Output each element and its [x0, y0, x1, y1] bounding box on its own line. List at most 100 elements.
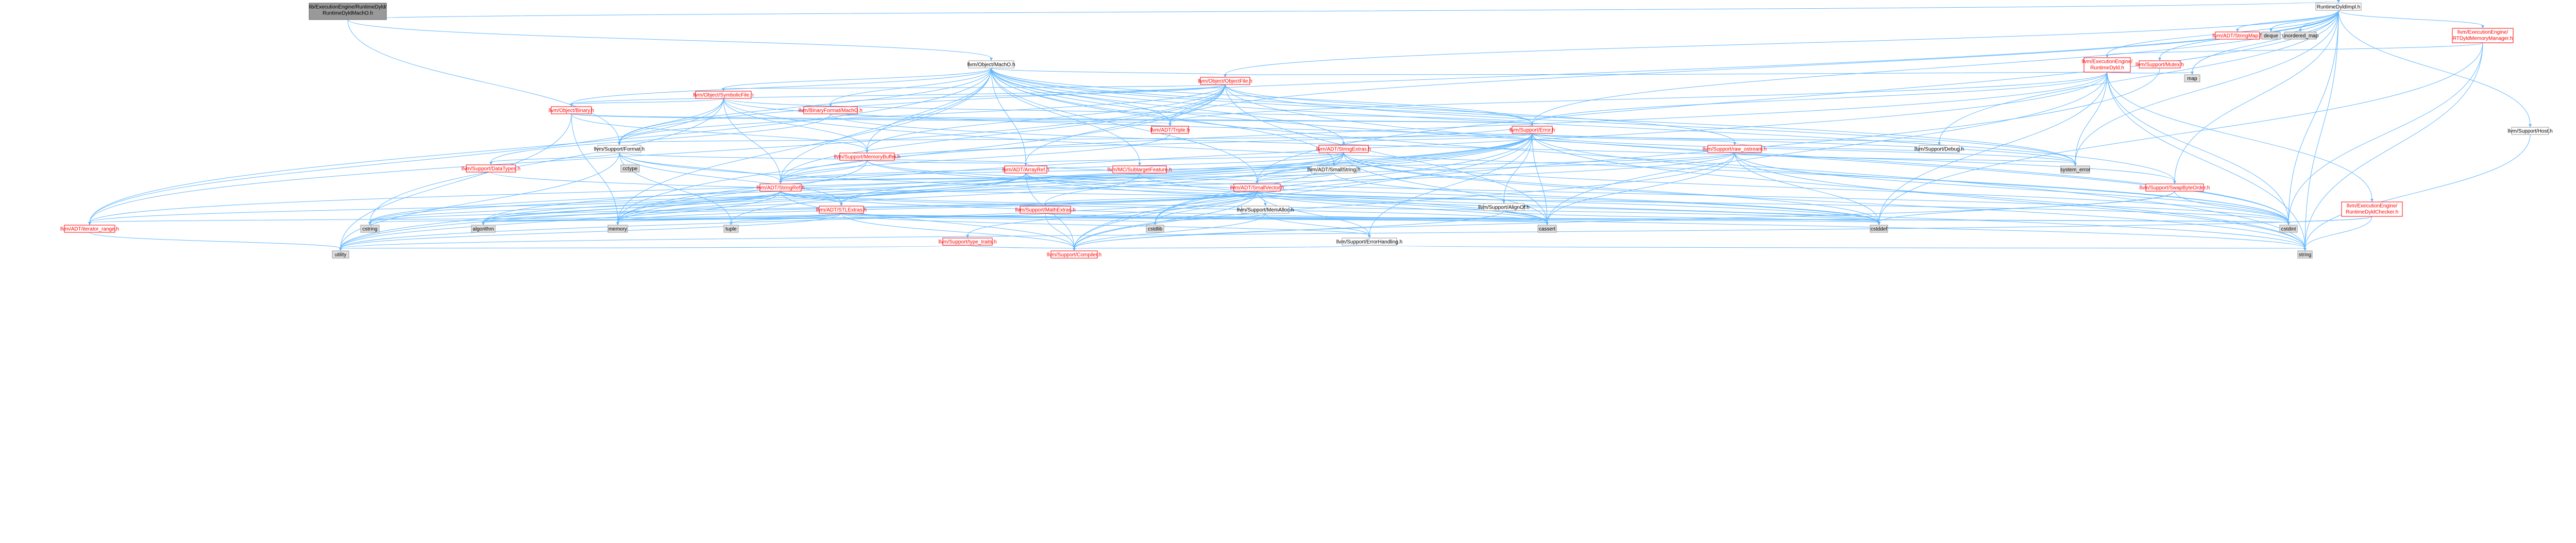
node-label: RuntimeDyldChecker.h — [2346, 210, 2398, 215]
edge-mathextras-to-cstring — [369, 213, 1046, 223]
edge-errorhandling-to-string — [1369, 245, 2306, 249]
node-objfile[interactable]: llvm/Object/ObjectFile.h — [1198, 77, 1252, 85]
edge-bfmacho-to-error — [830, 113, 1533, 124]
edge-rdi-to-unordered_map — [2300, 10, 2339, 30]
node-typetraits[interactable]: llvm/Support/type_traits.h — [939, 237, 997, 246]
node-label: string — [2299, 252, 2311, 258]
edge-stlextras-to-cstddef — [841, 213, 1879, 223]
node-rdi[interactable]: RuntimeDyldImpl.h — [2315, 3, 2362, 11]
node-swapbyte[interactable]: llvm/Support/SwapByteOrder.h — [2140, 183, 2210, 192]
node-mutex[interactable]: llvm/Support/Mutex.h — [2136, 60, 2184, 69]
edge-error-to-system_error — [1532, 133, 2076, 164]
node-iterrange[interactable]: llvm/ADT/iterator_range.h — [60, 225, 119, 233]
node-rtdyld[interactable]: llvm/ExecutionEngine/RuntimeDyld.h — [2082, 57, 2133, 73]
edge-machoh-to-bfmacho — [830, 67, 992, 105]
node-label: llvm/Object/ObjectFile.h — [1198, 79, 1252, 84]
node-smallvector[interactable]: llvm/ADT/SmallVector.h — [1230, 183, 1284, 192]
edge-arrowhead — [779, 181, 782, 184]
edge-symfile-to-iterrange — [89, 98, 724, 223]
edge-arrayref-to-cassert — [1025, 173, 1548, 223]
node-box — [1112, 165, 1167, 174]
edge-arrowhead — [1502, 200, 1505, 203]
node-binary[interactable]: llvm/Object/Binary.h — [549, 106, 594, 114]
node-stringmap[interactable]: llvm/ADT/StringMap.h — [2212, 31, 2263, 40]
edge-smallvector-to-utility — [340, 191, 1258, 249]
node-label: llvm/ADT/StringExtras.h — [1316, 147, 1371, 152]
edge-arrowhead — [2106, 55, 2109, 58]
node-memorybuffer[interactable]: llvm/Support/MemoryBuffer.h — [834, 152, 901, 161]
node-label: cstdlib — [1148, 227, 1163, 232]
edge-format-to-stlextras — [619, 152, 842, 204]
edge-rawostream-to-system_error — [1734, 152, 2076, 164]
edge-objfile-to-error — [1225, 84, 1533, 124]
edge-rtdyld-to-objfile — [1225, 72, 2108, 75]
edge-memalloc-to-errorhandling — [1265, 213, 1370, 236]
node-memalloc[interactable]: llvm/Support/MemAlloc.h — [1237, 206, 1294, 214]
edge-arrowhead — [1138, 163, 1141, 166]
node-subtarget[interactable]: llvm/MC/SubtargetFeature.h — [1107, 165, 1172, 174]
node-box — [2261, 31, 2281, 40]
node-stlextras[interactable]: llvm/ADT/STLExtras.h — [816, 206, 867, 214]
edge-arrowhead — [1877, 222, 1880, 225]
node-datatypes[interactable]: llvm/Support/DataTypes.h — [462, 164, 521, 173]
node-smallstring[interactable]: llvm/ADT/SmallString.h — [1308, 165, 1361, 174]
node-jitmm[interactable]: llvm/ExecutionEngine/RTDyldMemoryManager… — [2452, 28, 2514, 43]
node-label: llvm/Support/SwapByteOrder.h — [2140, 185, 2210, 191]
node-root[interactable]: lib/ExecutionEngine/RuntimeDyld/RuntimeD… — [309, 3, 387, 20]
node-bfmacho[interactable]: llvm/BinaryFormat/MachO.h — [799, 106, 862, 114]
node-label: llvm/ExecutionEngine/ — [2347, 203, 2398, 209]
edge-machoh-to-error — [991, 67, 1533, 124]
node-unordered_map: unordered_map — [2282, 31, 2319, 40]
edge-smallvector-to-memory — [617, 191, 1258, 223]
node-errorhandling[interactable]: llvm/Support/ErrorHandling.h — [1336, 237, 1402, 246]
node-box — [607, 225, 628, 233]
node-host[interactable]: llvm/Support/Host.h — [2507, 127, 2553, 135]
node-box — [309, 3, 387, 20]
node-label: RTDyldMemoryManager.h — [2453, 36, 2513, 42]
node-box — [1512, 126, 1553, 134]
node-dyldchecker[interactable]: llvm/ExecutionEngine/RuntimeDyldChecker.… — [2341, 201, 2403, 217]
node-format[interactable]: llvm/Support/Format.h — [594, 145, 645, 153]
edge-error-to-cassert — [1532, 133, 1548, 223]
edge-binary-to-memorybuffer — [571, 113, 868, 151]
node-arrayref[interactable]: llvm/ADT/ArrayRef.h — [1002, 165, 1049, 174]
node-alignof[interactable]: llvm/Support/AlignOf.h — [1478, 203, 1530, 211]
edge-format-to-datatypes — [490, 152, 620, 163]
edge-mathextras-to-compiler — [1045, 213, 1075, 249]
node-label: llvm/ADT/SmallString.h — [1308, 167, 1361, 173]
node-symfile[interactable]: llvm/Object/SymbolicFile.h — [693, 91, 754, 99]
edge-rdi-to-jitmm — [2338, 10, 2483, 26]
edge-typetraits-to-utility — [340, 245, 968, 249]
edge-stlextras-to-cstdlib — [841, 213, 1156, 223]
node-cstdint: cstdint — [2279, 225, 2298, 233]
edge-memorybuffer-to-memory — [617, 160, 868, 223]
node-stringref[interactable]: llvm/ADT/StringRef.h — [756, 183, 805, 192]
node-label: map — [2187, 76, 2197, 82]
edge-arrowhead — [1073, 248, 1076, 251]
node-rawostream[interactable]: llvm/Support/raw_ostream.h — [1703, 145, 1767, 153]
node-triple[interactable]: llvm/ADT/Triple.h — [1150, 126, 1190, 134]
edge-format-to-utility — [340, 152, 620, 249]
node-mathextras[interactable]: llvm/Support/MathExtras.h — [1015, 206, 1076, 214]
edge-stringextras-to-iterrange — [89, 152, 1344, 223]
node-label: RuntimeDyldImpl.h — [2317, 5, 2360, 10]
edge-arrowhead — [482, 222, 485, 225]
edge-arrowhead — [2269, 29, 2273, 32]
edge-arrayref-to-cstddef — [1025, 173, 1879, 223]
edge-swapbyte-to-cstdint — [2174, 191, 2289, 223]
edge-stlextras-to-compiler — [841, 213, 1075, 249]
edge-subtarget-to-string — [1139, 173, 2306, 249]
node-stringextras[interactable]: llvm/ADT/StringExtras.h — [1316, 145, 1371, 153]
node-machoh[interactable]: llvm/Object/MachO.h — [968, 60, 1015, 69]
edge-arrowhead — [1733, 142, 1736, 145]
node-box — [2297, 250, 2313, 259]
node-error[interactable]: llvm/Support/Error.h — [1510, 126, 1555, 134]
edge-arrowhead — [722, 88, 725, 91]
node-debug[interactable]: llvm/Support/Debug.h — [1914, 145, 1964, 153]
node-compiler[interactable]: llvm/Support/Compiler.h — [1047, 250, 1101, 259]
node-box — [597, 145, 641, 153]
node-deque: deque — [2261, 31, 2281, 40]
edge-memorybuffer-to-stringref — [780, 160, 868, 182]
node-label: llvm/Support/Error.h — [1510, 128, 1555, 133]
edge-binary-to-memory — [571, 113, 618, 223]
